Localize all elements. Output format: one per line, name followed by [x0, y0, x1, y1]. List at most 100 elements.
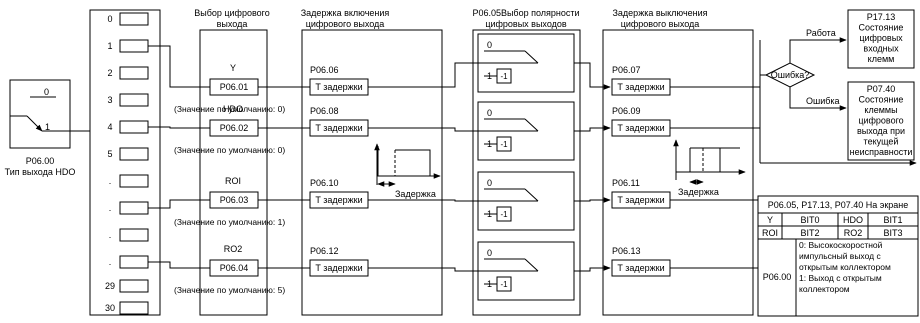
- invert-label: -1: [500, 280, 508, 289]
- terminal-slot: [119, 93, 149, 107]
- on-delay-header-line2: цифрового выхода: [306, 19, 385, 29]
- on-delay-code: P06.12: [310, 246, 339, 256]
- polarity-header-line2: цифровых выходов: [485, 19, 567, 29]
- terminal-list-frame: [89, 9, 161, 316]
- on-delay-code: P06.10: [310, 178, 339, 188]
- display-cell: BIT3: [883, 228, 902, 238]
- terminal-slot: [119, 255, 149, 269]
- off-delay-code: P06.09: [612, 106, 641, 116]
- p0740-text: Состояние: [859, 95, 904, 105]
- hdo-selector-zero-label: 0: [44, 87, 49, 97]
- hdo-selector-frame: [9, 79, 71, 149]
- terminal-label: 2: [107, 68, 112, 78]
- display-cell: RO2: [844, 228, 863, 238]
- terminal-slot: [119, 39, 149, 53]
- p1713-text: Состояние: [859, 23, 904, 33]
- p0740-box: [847, 81, 915, 161]
- output-name: Y: [230, 63, 236, 73]
- p0740-text: неисправности: [850, 147, 913, 157]
- hdo-type-selector: 0 1 P06.00 Тип выхода HDO: [5, 79, 76, 177]
- invert-box: [496, 136, 512, 152]
- off-delay-timing-label: Задержка: [678, 187, 719, 197]
- p0600-desc-line: 0: Высокоскоростной: [799, 240, 883, 250]
- display-cell: Y: [767, 215, 773, 225]
- terminal-label: .: [109, 257, 112, 267]
- fault-decision-diamond: [764, 62, 816, 88]
- p1713-text: входных: [863, 44, 899, 54]
- output-code: P06.04: [220, 263, 249, 273]
- display-cell: BIT2: [800, 228, 819, 238]
- invert-box: [496, 68, 512, 84]
- terminal-slot: [119, 120, 149, 134]
- terminal-label: 0: [107, 14, 112, 24]
- p0740-text: P07.40: [867, 84, 896, 94]
- on-delay-code: P06.06: [310, 65, 339, 75]
- polarity-zero: 0: [487, 178, 492, 188]
- output-code: P06.01: [220, 82, 249, 92]
- output-name: ROI: [225, 176, 241, 186]
- invert-box: [496, 276, 512, 292]
- p0740-text: клеммы: [864, 105, 897, 115]
- terminal-label: 5: [107, 149, 112, 159]
- terminal-label: 3: [107, 95, 112, 105]
- p1713-text: клемм: [868, 54, 895, 64]
- on-delay-box-label: T задержки: [315, 195, 362, 205]
- display-table-title: P06.05, P17.13, P07.40 На экране: [768, 200, 909, 210]
- off-delay-code: P06.11: [612, 178, 640, 188]
- work-label: Работа: [806, 28, 836, 38]
- on-delay-timing: Задержка: [374, 143, 441, 199]
- off-delay-box-label: T задержки: [617, 195, 664, 205]
- invert-label: -1: [500, 140, 508, 149]
- on-delay-box-label: T задержки: [315, 123, 362, 133]
- p0740-text: выхода при: [857, 126, 905, 136]
- off-delay-timing: Задержка: [673, 139, 746, 197]
- p0600-label: P06.00: [763, 272, 792, 282]
- connectors: [56, 45, 760, 272]
- terminal-slot: [119, 279, 149, 293]
- fault-label: Ошибка: [806, 96, 840, 106]
- output-default: (Значение по умолчанию: 5): [174, 285, 285, 295]
- terminal-slot: [119, 201, 149, 215]
- hdo-selector-caption: Тип выхода HDO: [5, 167, 76, 177]
- p0600-desc-line: открытым коллектором: [799, 262, 891, 272]
- terminal-slot: [119, 174, 149, 188]
- on-delay-header-line1: Задержка включения: [301, 8, 390, 18]
- p0740-text: текущей: [864, 137, 899, 147]
- p0600-desc-line: коллектором: [799, 284, 850, 294]
- terminal-label: 4: [107, 122, 112, 132]
- terminal-slot: [119, 301, 149, 315]
- off-delay-box-label: T задержки: [617, 82, 664, 92]
- polarity-column: P06.05Выбор полярности цифровых выходов …: [472, 8, 581, 316]
- fault-logic: Ошибка? Работа Ошибка P17.13Состояниециф…: [759, 9, 917, 166]
- off-delay-box-label: T задержки: [617, 263, 664, 273]
- output-code: P06.03: [220, 195, 249, 205]
- output-default: (Значение по умолчанию: 1): [174, 217, 285, 227]
- output-name: HDO: [223, 104, 243, 114]
- terminal-label: 29: [105, 281, 115, 291]
- terminal-label: 1: [107, 41, 112, 51]
- terminal-slot: [119, 12, 149, 26]
- polarity-header-line1: P06.05Выбор полярности: [472, 8, 579, 18]
- output-code: P06.02: [220, 123, 249, 133]
- polarity-zero: 0: [487, 108, 492, 118]
- terminal-label: .: [109, 203, 112, 213]
- off-delay-header-line1: Задержка выключения: [612, 8, 707, 18]
- p0600-desc-line: импульсный выход с: [799, 251, 881, 261]
- off-delay-box-label: T задержки: [617, 123, 664, 133]
- terminal-slot: [119, 228, 149, 242]
- output-name: RO2: [224, 244, 243, 254]
- off-delay-code: P06.07: [612, 65, 641, 75]
- on-delay-box-label: T задержки: [315, 263, 362, 273]
- terminal-label: 30: [105, 303, 115, 313]
- p1713-text: P17.13: [867, 12, 896, 22]
- p0740-text: цифрового: [858, 116, 903, 126]
- display-cell: HDO: [843, 215, 863, 225]
- output-default: (Значение по умолчанию: 0): [174, 145, 285, 155]
- p1713-text: цифровых: [859, 33, 903, 43]
- output-select-header-line1: Выбор цифрового: [194, 8, 270, 18]
- output-default: (Значение по умолчанию: 0): [174, 104, 285, 114]
- invert-label: -1: [500, 72, 508, 81]
- output-select-column: Выбор цифрового выхода YP06.01(Значение …: [174, 8, 285, 316]
